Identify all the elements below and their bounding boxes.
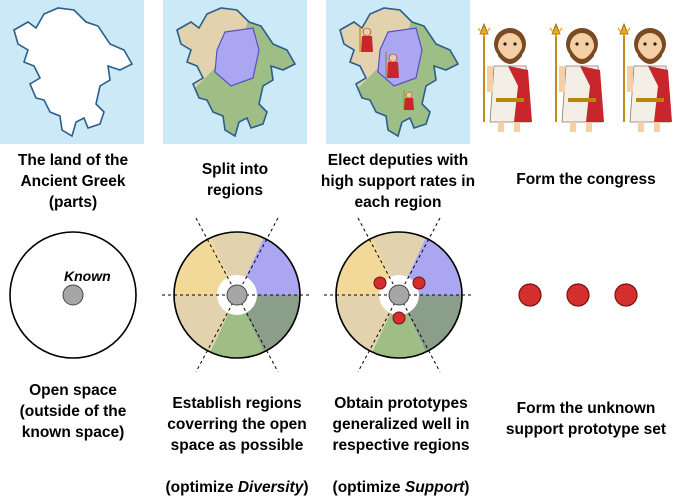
caption-land: The land of the Ancient Greek (parts) xyxy=(17,152,129,211)
deputy-figure-2 xyxy=(549,23,605,133)
caption-obtain-emph: Support xyxy=(404,479,465,496)
prototypes-diagram xyxy=(322,216,476,374)
known-space-dot xyxy=(388,284,410,306)
divider-diag-2 xyxy=(195,217,279,373)
caption-establish-emph: Diversity xyxy=(237,479,304,496)
caption-establish: Establish regions coverring the open spa… xyxy=(152,372,322,498)
caption-establish-suffix: ) xyxy=(303,479,309,496)
prototype-right xyxy=(412,276,426,290)
caption-obtain: Obtain prototypes generalized well in re… xyxy=(316,372,486,498)
map-deputies xyxy=(326,0,470,144)
caption-establish-text: Establish regions coverring the open spa… xyxy=(167,395,307,454)
caption-obtain-text: Obtain prototypes generalized well in re… xyxy=(332,395,470,454)
known-space-dot xyxy=(62,284,84,306)
region-purple xyxy=(214,27,260,87)
caption-unknown: Form the unknown support prototype set xyxy=(505,400,667,438)
caption-congress: Form the congress xyxy=(516,171,656,188)
open-space-diagram: Known xyxy=(0,222,146,368)
region-bottom xyxy=(200,295,274,358)
caption-open-space: Open space (outside of the known space) xyxy=(19,382,127,441)
unknown-prototype-3 xyxy=(614,283,638,307)
deputy-marker-tan xyxy=(359,26,373,52)
known-label: Known xyxy=(64,268,111,284)
caption-obtain-suffix: ) xyxy=(464,479,470,496)
deputy-marker-purple xyxy=(385,52,399,78)
prototype-left xyxy=(373,276,387,290)
greece-land xyxy=(13,7,134,138)
regions-diagram xyxy=(160,216,314,374)
map-regions xyxy=(163,0,307,144)
deputy-figure-1 xyxy=(478,23,533,133)
deputy-figure-3 xyxy=(617,23,673,133)
prototype-bottom xyxy=(392,311,406,325)
congress-deputies xyxy=(478,14,685,134)
deputy-marker-green xyxy=(403,90,414,110)
divider-diag-1 xyxy=(195,217,279,373)
caption-split: Split into regions xyxy=(201,161,269,199)
unknown-prototype-2 xyxy=(566,283,590,307)
caption-elect: Elect deputies with high support rates i… xyxy=(320,152,476,211)
map-greece xyxy=(0,0,144,144)
unknown-prototype-1 xyxy=(518,283,542,307)
caption-establish-prefix: (optimize xyxy=(165,479,238,496)
caption-obtain-prefix: (optimize xyxy=(332,479,405,496)
unknown-prototypes xyxy=(512,280,642,310)
